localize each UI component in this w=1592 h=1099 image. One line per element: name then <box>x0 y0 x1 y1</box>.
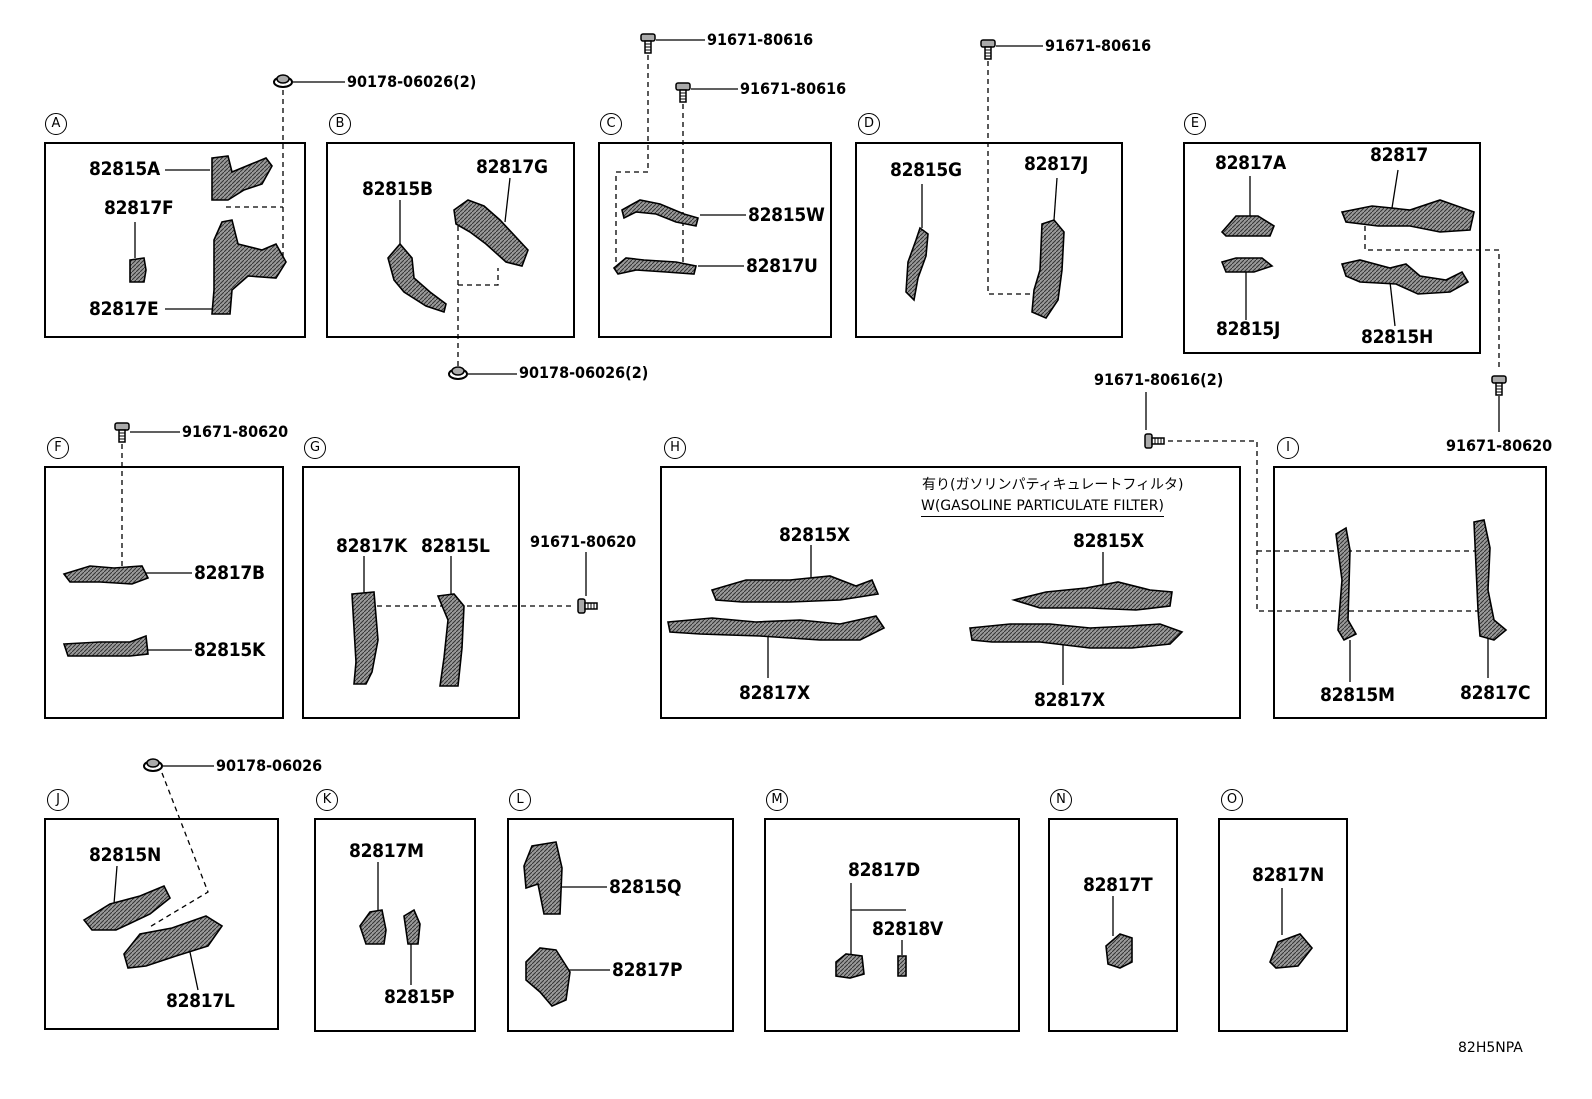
section-label-j: J <box>47 789 69 811</box>
part-label[interactable]: 82817K <box>336 535 407 557</box>
section-label-b: B <box>329 113 351 135</box>
section-label-m: M <box>766 789 788 811</box>
section-box-d <box>855 142 1123 338</box>
part-label[interactable]: 82817G <box>476 156 548 178</box>
part-label[interactable]: 82815G <box>890 159 962 181</box>
section-box-o <box>1218 818 1348 1032</box>
section-label-k: K <box>316 789 338 811</box>
section-label-c: C <box>600 113 622 135</box>
part-label[interactable]: 82815A <box>89 158 160 180</box>
part-label[interactable]: 82817M <box>349 840 424 862</box>
section-label-o: O <box>1221 789 1243 811</box>
part-label[interactable]: 82815N <box>89 844 161 866</box>
part-label[interactable]: 82817 <box>1370 144 1428 166</box>
section-box-k <box>314 818 476 1032</box>
fastener-label[interactable]: 90178-06026(2) <box>519 363 649 382</box>
section-label-l: L <box>509 789 531 811</box>
section-box-i <box>1273 466 1547 719</box>
fastener-label[interactable]: 91671-80616 <box>740 79 847 98</box>
section-label-h: H <box>664 437 686 459</box>
part-label[interactable]: 82815X <box>1073 530 1144 552</box>
part-label[interactable]: 82815B <box>362 178 433 200</box>
section-box-j <box>44 818 279 1030</box>
variant-note-jp: 有り(ガソリンパティキュレートフィルタ) <box>922 477 1184 493</box>
part-label[interactable]: 82815W <box>748 204 825 226</box>
fastener-label[interactable]: 90178-06026 <box>216 756 323 775</box>
part-label[interactable]: 82815X <box>779 524 850 546</box>
section-box-f <box>44 466 284 719</box>
section-label-a: A <box>45 113 67 135</box>
part-label[interactable]: 82817F <box>104 197 174 219</box>
part-label[interactable]: 82817E <box>89 298 159 320</box>
part-label[interactable]: 82815P <box>384 986 455 1008</box>
part-label[interactable]: 82817T <box>1083 874 1153 896</box>
part-label[interactable]: 82817B <box>194 562 265 584</box>
section-box-c <box>598 142 832 338</box>
fastener-label[interactable]: 91671-80616 <box>1045 36 1152 55</box>
fastener-label[interactable]: 91671-80620 <box>182 422 289 441</box>
part-label[interactable]: 82818V <box>872 918 943 940</box>
fastener-label[interactable]: 91671-80620 <box>1446 436 1553 455</box>
part-label[interactable]: 82817X <box>739 682 810 704</box>
fastener-label[interactable]: 91671-80620 <box>530 532 637 551</box>
diagram-code: 82H5NPA <box>1458 1040 1523 1056</box>
section-label-d: D <box>858 113 880 135</box>
section-label-i: I <box>1277 437 1299 459</box>
fastener-label[interactable]: 91671-80616(2) <box>1094 370 1224 389</box>
section-box-e <box>1183 142 1481 354</box>
part-label[interactable]: 82817C <box>1460 682 1531 704</box>
part-label[interactable]: 82815J <box>1216 318 1281 340</box>
part-label[interactable]: 82817U <box>746 255 818 277</box>
variant-note-en: W(GASOLINE PARTICULATE FILTER) <box>921 499 1164 517</box>
fastener-label[interactable]: 91671-80616 <box>707 30 814 49</box>
section-label-n: N <box>1050 789 1072 811</box>
part-label[interactable]: 82815K <box>194 639 265 661</box>
part-label[interactable]: 82817D <box>848 859 920 881</box>
part-label[interactable]: 82815M <box>1320 684 1395 706</box>
part-label[interactable]: 82815Q <box>609 876 682 898</box>
section-label-f: F <box>47 437 69 459</box>
part-label[interactable]: 82817A <box>1215 152 1286 174</box>
part-label[interactable]: 82815H <box>1361 326 1433 348</box>
section-box-b <box>326 142 575 338</box>
part-label[interactable]: 82817X <box>1034 689 1105 711</box>
section-label-g: G <box>304 437 326 459</box>
part-label[interactable]: 82817N <box>1252 864 1324 886</box>
part-label[interactable]: 82817P <box>612 959 683 981</box>
section-box-n <box>1048 818 1178 1032</box>
part-label[interactable]: 82817L <box>166 990 235 1012</box>
section-label-e: E <box>1184 113 1206 135</box>
section-box-m <box>764 818 1020 1032</box>
fastener-label[interactable]: 90178-06026(2) <box>347 72 477 91</box>
section-box-g <box>302 466 520 719</box>
part-label[interactable]: 82815L <box>421 535 490 557</box>
part-label[interactable]: 82817J <box>1024 153 1089 175</box>
